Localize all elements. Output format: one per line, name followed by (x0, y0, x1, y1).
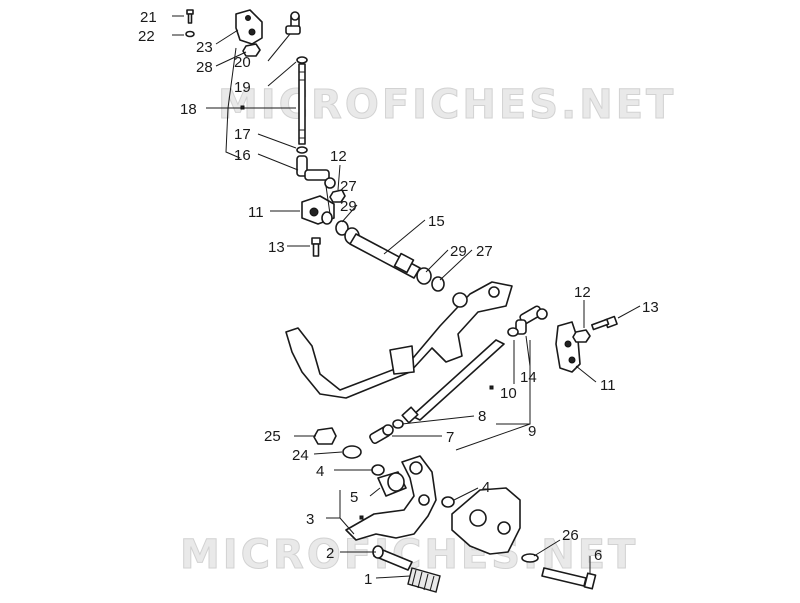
part-main-shaft (349, 233, 421, 279)
part-nut-12-left (329, 189, 346, 203)
callout-12-right: 12 (574, 284, 591, 301)
callout-19: 19 (234, 79, 251, 96)
part-frame-bracket (285, 281, 513, 399)
part-washer-27-left (321, 211, 333, 225)
part-washer-24 (342, 445, 362, 459)
part-bushing-5 (377, 471, 407, 497)
part-nut-28 (242, 43, 261, 57)
watermark-top: MICROFICHES.NET (218, 82, 676, 128)
callout-1: 1 (364, 571, 372, 588)
part-right-bracket (451, 487, 521, 555)
part-diagonal-rod (401, 339, 505, 424)
part-nut-8 (392, 419, 404, 429)
callout-11-left: 11 (248, 204, 264, 221)
watermark-bottom: MICROFICHES.NET (180, 532, 638, 578)
part-screw-small-top (186, 9, 194, 24)
part-ring-4-left (371, 464, 385, 476)
part-rubber-grip (407, 567, 441, 593)
part-lever-arm-right (555, 321, 581, 373)
callout-27-top: 27 (340, 178, 357, 195)
callout-26: 26 (562, 527, 579, 544)
part-nut-12-right (572, 329, 591, 343)
callout-16: 16 (234, 147, 251, 164)
callout-13-right: 13 (642, 299, 659, 316)
callout-4-left: 4 (316, 463, 324, 480)
callout-11-right: 11 (600, 377, 616, 394)
callout-4-right: 4 (482, 479, 490, 496)
callout-17: 17 (234, 126, 251, 143)
part-ring-4-right (441, 496, 455, 508)
part-ball-joint-lower-7 (369, 424, 394, 445)
part-bolt-13-right (590, 315, 618, 331)
part-washer-small-top (185, 30, 195, 38)
part-long-bolt-6 (541, 567, 597, 590)
callout-2: 2 (326, 545, 334, 562)
part-top-lever-bracket (235, 9, 263, 45)
callout-15: 15 (428, 213, 445, 230)
parts-group (185, 9, 618, 593)
part-bushing-29-right (416, 267, 432, 285)
callout-10: 10 (500, 385, 517, 402)
callout-18: 18 (180, 101, 197, 118)
part-ball-joint-right (515, 305, 548, 335)
callout-27-right: 27 (476, 243, 493, 260)
part-pin-2 (372, 545, 413, 571)
callout-3: 3 (306, 511, 314, 528)
callout-6: 6 (594, 547, 602, 564)
part-nut-19 (296, 56, 308, 64)
callout-labels: 21 22 23 28 20 19 18 17 16 12 27 11 29 1… (138, 9, 659, 588)
reference-dots (240, 105, 494, 520)
part-vertical-rod (298, 63, 306, 145)
part-washer-27-right (431, 276, 445, 292)
part-nut-25 (313, 427, 337, 445)
callout-23: 23 (196, 39, 213, 56)
part-nut-10 (507, 327, 519, 337)
callout-21: 21 (140, 9, 157, 26)
callout-29-top: 29 (340, 198, 357, 215)
part-ball-joint-lower (296, 155, 336, 189)
callout-12-top: 12 (330, 148, 347, 165)
callout-9: 9 (528, 423, 536, 440)
part-bolt-13-left (311, 237, 321, 257)
callout-5: 5 (350, 489, 358, 506)
part-nut-17 (296, 146, 308, 154)
callout-25: 25 (264, 428, 281, 445)
callout-22: 22 (138, 28, 155, 45)
part-pedal-lever (345, 455, 437, 541)
callout-20: 20 (234, 54, 251, 71)
part-ball-joint-top (285, 11, 301, 35)
callout-29-right: 29 (450, 243, 467, 260)
callout-14: 14 (520, 369, 537, 386)
leader-lines (172, 15, 641, 579)
callout-7: 7 (446, 429, 454, 446)
callout-28: 28 (196, 59, 213, 76)
callout-8: 8 (478, 408, 486, 425)
callout-13-left: 13 (268, 239, 285, 256)
callout-24: 24 (292, 447, 309, 464)
